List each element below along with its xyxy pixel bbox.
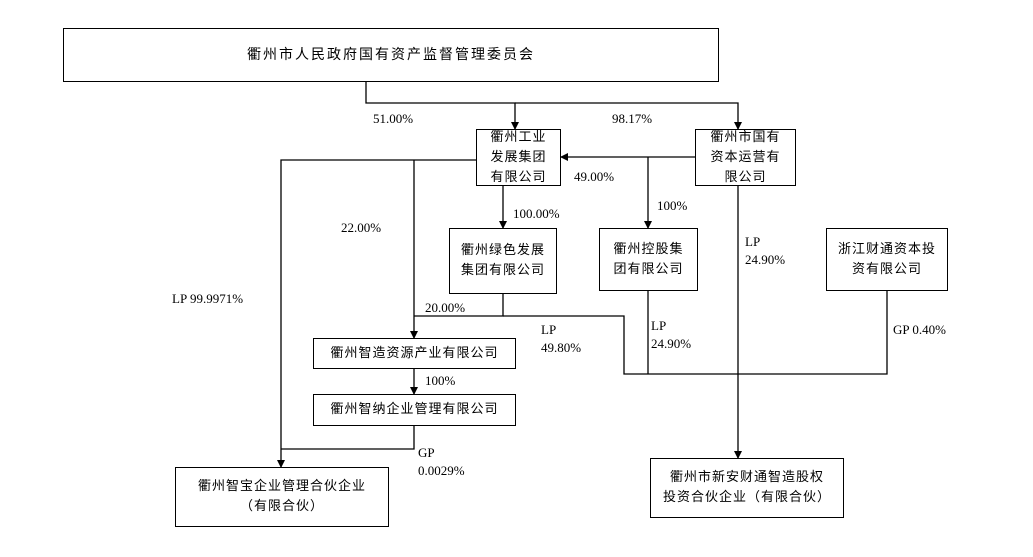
edge-zheshang-xinan — [738, 291, 888, 375]
entity-zheshang-capital: 浙江财通资本投 资有限公司 — [826, 228, 948, 291]
label-green-xinan: LP 49.80% — [541, 322, 582, 355]
label-green-zhizao: 20.00% — [425, 300, 466, 315]
label-industrial-zhizao: 22.00% — [341, 220, 382, 235]
entity-industrial-group: 衢州工业 发展集团 有限公司 — [476, 129, 561, 186]
edge-zhina-zhibao — [281, 426, 415, 450]
entity-xinan-fund: 衢州市新安财通智造股权 投资合伙企业（有限合伙） — [650, 458, 844, 518]
label-zheshang-xinan: GP 0.40% — [893, 322, 946, 337]
label-statecapital-holding: 100% — [657, 198, 688, 213]
label-industrial-green: 100.00% — [513, 206, 560, 221]
entity-zhizao-resource: 衢州智造资源产业有限公司 — [313, 338, 516, 369]
entity-state-capital: 衢州市国有 资本运营有 限公司 — [695, 129, 796, 186]
label-holding-xinan: LP 24.90% — [651, 318, 692, 351]
entity-green-group: 衢州绿色发展 集团有限公司 — [449, 228, 557, 294]
label-sasac-statecapital: 98.17% — [612, 111, 653, 126]
label-sasac-industrial: 51.00% — [373, 111, 414, 126]
label-zhina-zhibao: GP 0.0029% — [418, 445, 465, 478]
label-statecapital-xinan: LP 24.90% — [745, 234, 786, 267]
entity-holding-group: 衢州控股集 团有限公司 — [599, 228, 698, 291]
edge-industrial-zhibao — [277, 159, 476, 468]
edge-green-xinan — [503, 315, 738, 375]
label-zhizao-zhina: 100% — [425, 373, 456, 388]
edge-sasac-industrial — [365, 82, 519, 130]
entity-zhina-mgmt: 衢州智纳企业管理有限公司 — [313, 394, 516, 426]
label-statecapital-industrial: 49.00% — [574, 169, 615, 184]
entity-zhibao-partnership: 衢州智宝企业管理合伙企业 （有限合伙） — [175, 467, 389, 527]
label-industrial-zhibao: LP 99.9971% — [172, 291, 244, 306]
entity-sasac: 衢州市人民政府国有资产监督管理委员会 — [63, 28, 719, 82]
edge-sasac-statecapital — [515, 102, 742, 130]
